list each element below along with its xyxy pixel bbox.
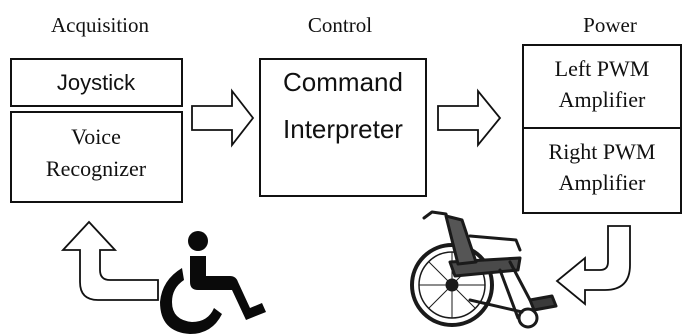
joystick-block: Joystick — [10, 58, 183, 107]
voice-label-line2: Recognizer — [46, 156, 147, 181]
right-pwm-label-line2: Amplifier — [559, 170, 646, 195]
right-pwm-label-line1: Right PWM — [549, 139, 656, 164]
joystick-label: Joystick — [57, 70, 136, 95]
command-interpreter-block: Command Interpreter — [259, 58, 427, 197]
arrow-feedback-to-acquisition — [60, 220, 159, 301]
arrow-acquisition-to-control — [191, 88, 255, 148]
command-label-line1: Command — [283, 67, 403, 97]
left-pwm-label-line2: Amplifier — [559, 87, 646, 112]
voice-label-line1: Voice — [71, 124, 121, 149]
left-pwm-amplifier-block: Left PWM Amplifier — [522, 44, 682, 129]
arrow-power-to-wheelchair — [555, 225, 631, 306]
header-power: Power — [583, 13, 637, 37]
left-pwm-label-line1: Left PWM — [555, 56, 650, 81]
header-control: Control — [308, 13, 372, 37]
wheelchair-icon — [410, 210, 558, 329]
command-label-line2: Interpreter — [283, 114, 403, 144]
wheelchair-user-icon — [160, 231, 266, 334]
voice-recognizer-block: Voice Recognizer — [10, 111, 183, 203]
arrow-control-to-power — [437, 88, 502, 148]
header-acquisition: Acquisition — [51, 13, 149, 37]
right-pwm-amplifier-block: Right PWM Amplifier — [522, 127, 682, 214]
